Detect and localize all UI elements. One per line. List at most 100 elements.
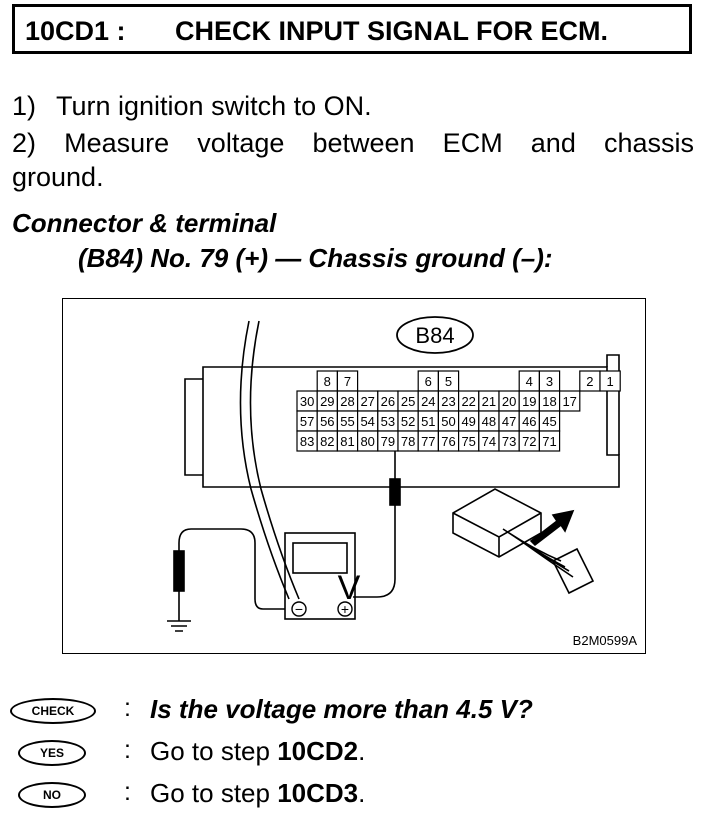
arrow-shape [529, 509, 575, 547]
figure-code: B2M0599A [573, 633, 638, 648]
pin-number: 73 [502, 434, 516, 449]
mini-connector-edges [452, 512, 542, 557]
ground-symbol [167, 620, 191, 632]
pin-number: 75 [461, 434, 475, 449]
pin-number: 54 [360, 414, 374, 429]
voltmeter-body [284, 532, 356, 620]
voltmeter-symbol: V [338, 569, 361, 607]
step-text-continuation: ground. [12, 162, 104, 192]
plus-terminal-label: + [341, 601, 349, 617]
no-badge: NO [18, 782, 86, 808]
mini-connector-wires [502, 528, 574, 578]
voltmeter-display [292, 542, 348, 574]
connector-heading: Connector & terminal [12, 208, 277, 238]
pin-number: 20 [502, 394, 516, 409]
probe-wire [353, 505, 396, 598]
pin-number: 28 [340, 394, 354, 409]
ground-probe [173, 550, 185, 592]
pin-number: 4 [526, 374, 533, 389]
pin-number: 24 [421, 394, 435, 409]
pin-cell [559, 390, 581, 412]
pin-number: 21 [482, 394, 496, 409]
step-code: 10CD1 : [25, 16, 126, 46]
answer-prefix: Go to step [150, 778, 278, 808]
pin-number: 46 [522, 414, 536, 429]
answer-prefix: Go to step [150, 736, 278, 766]
step-text: Measure voltage between ECM and chassis [64, 128, 694, 158]
yes-badge: YES [18, 740, 86, 766]
plus-terminal-icon [337, 601, 353, 617]
pin-cell [538, 430, 561, 452]
pin-number: 23 [441, 394, 455, 409]
pin-number: 2 [586, 374, 593, 389]
pin-number: 1 [606, 374, 613, 389]
step-text: Turn ignition switch to ON. [56, 91, 372, 121]
title-box: 10CD1 : CHECK INPUT SIGNAL FOR ECM. [12, 4, 692, 54]
pin-number: 51 [421, 414, 435, 429]
step-number: 1) [12, 91, 37, 121]
pin-number: 45 [542, 414, 556, 429]
pin-number: 18 [542, 394, 556, 409]
pin-number: 52 [401, 414, 415, 429]
result-colon: : [124, 778, 131, 806]
pin-number: 50 [441, 414, 455, 429]
pin-number: 5 [445, 374, 452, 389]
connector-right-tab [606, 354, 620, 455]
pin-number: 47 [502, 414, 516, 429]
pin-number: 30 [300, 394, 314, 409]
pin-number: 29 [320, 394, 334, 409]
pin-number: 74 [482, 434, 496, 449]
pin-number: 49 [461, 414, 475, 429]
step-text-line: 2) Measure voltage between ECM and chass… [12, 126, 694, 160]
pin-number: 48 [482, 414, 496, 429]
pin-number: 79 [381, 434, 395, 449]
pin-number: 19 [522, 394, 536, 409]
pin-number: 17 [562, 394, 576, 409]
yes-answer: Go to step 10CD2. [150, 736, 365, 767]
page-title: CHECK INPUT SIGNAL FOR ECM. [175, 16, 609, 46]
no-answer: Go to step 10CD3. [150, 778, 365, 809]
pin-number: 6 [425, 374, 432, 389]
pin-number: 83 [300, 434, 314, 449]
connector-left-tab [184, 378, 203, 476]
connector-spec: (B84) No. 79 (+) — Chassis ground (–): [78, 243, 553, 273]
ground-wire [178, 528, 285, 610]
result-colon: : [124, 694, 131, 722]
pin-number: 27 [360, 394, 374, 409]
step-2: 2) Measure voltage between ECM and chass… [12, 126, 694, 194]
connector-label: B84 [415, 323, 454, 348]
step-1: 1) Turn ignition switch to ON. [12, 89, 372, 123]
pin-number: 77 [421, 434, 435, 449]
pin-number: 76 [441, 434, 455, 449]
check-badge: CHECK [10, 698, 96, 724]
result-colon: : [124, 736, 131, 764]
pin-number: 72 [522, 434, 536, 449]
probe-tip [389, 478, 401, 506]
harness-curve-2 [249, 320, 300, 600]
check-question: Is the voltage more than 4.5 V? [150, 694, 533, 724]
pin-number: 22 [461, 394, 475, 409]
step-number: 2) [12, 128, 37, 158]
pin-number: 25 [401, 394, 415, 409]
pin-number: 82 [320, 434, 334, 449]
pin-cell [599, 370, 621, 392]
no-target-step: 10CD3 [277, 778, 359, 808]
pin-number: 55 [340, 414, 354, 429]
pin-number: 53 [381, 414, 395, 429]
pin-number: 56 [320, 414, 334, 429]
pin-number: 78 [401, 434, 415, 449]
pin-number: 80 [360, 434, 374, 449]
pin-number: 8 [324, 374, 331, 389]
pin-number: 3 [546, 374, 553, 389]
pin-number: 57 [300, 414, 314, 429]
pin-number: 71 [542, 434, 556, 449]
minus-terminal-label: − [295, 601, 303, 617]
harness-curve-1 [239, 320, 290, 600]
minus-terminal-icon [291, 601, 307, 617]
mini-connector-sleeve [551, 547, 595, 595]
answer-suffix: . [358, 736, 366, 766]
connector-label-ellipse [396, 316, 474, 354]
